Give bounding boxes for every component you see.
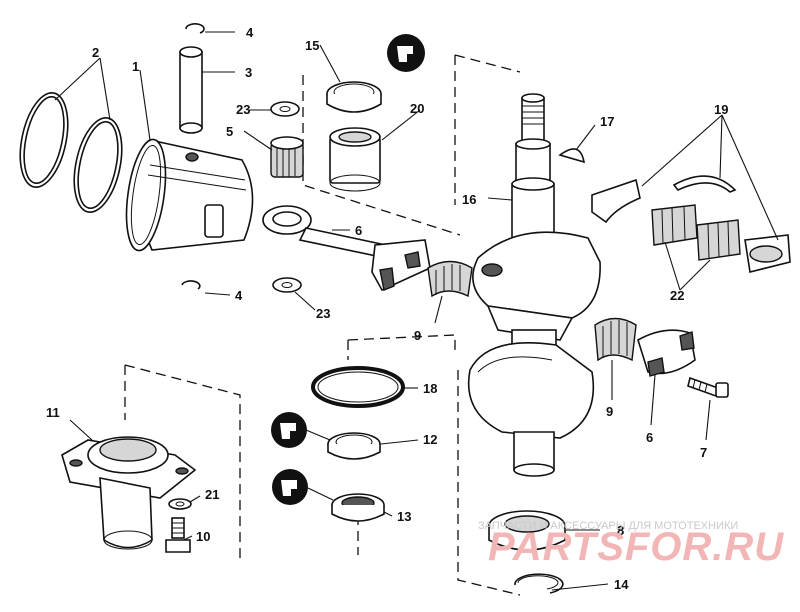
lower-seal-a — [327, 432, 381, 460]
callout-13: 13 — [397, 509, 411, 524]
rod-bolt — [687, 376, 729, 398]
lower-main-bearing — [488, 510, 566, 551]
callout-17: 17 — [600, 114, 614, 129]
housing-washer — [168, 498, 192, 510]
needle-bearing-upper — [427, 260, 473, 298]
callout-14: 14 — [614, 577, 629, 592]
sealant-icon-lower — [272, 469, 308, 505]
needle-bearing-lower — [594, 317, 637, 362]
piston — [125, 138, 254, 252]
callout-22: 22 — [670, 288, 684, 303]
crankshaft — [467, 93, 601, 477]
bearing-sleeve — [329, 127, 381, 192]
retaining-ring — [514, 573, 564, 594]
callout-numbers: 1 2 3 4 4 5 6 6 7 8 9 9 10 11 12 13 14 1… — [46, 25, 728, 592]
main-bearing-race — [591, 175, 791, 273]
callout-21: 21 — [205, 487, 219, 502]
bearing-housing — [61, 436, 197, 550]
callout-19: 19 — [714, 102, 728, 117]
callout-12: 12 — [423, 432, 437, 447]
callout-15: 15 — [305, 38, 319, 53]
callout-11: 11 — [46, 405, 60, 420]
sealant-icon-upper — [387, 34, 425, 72]
sealant-icon-middle — [271, 412, 307, 448]
callout-4-top: 4 — [246, 25, 254, 40]
upper-seal — [326, 81, 382, 113]
watermark-caption: ЗАПЧАСТИ И АКСЕССУАРЫ ДЛЯ МОТОТЕХНИКИ — [478, 520, 738, 532]
callout-9-upper: 9 — [414, 328, 421, 343]
connecting-rod — [262, 205, 431, 292]
callout-20: 20 — [410, 101, 424, 116]
woodruff-key — [558, 148, 586, 164]
callout-3: 3 — [245, 65, 252, 80]
callout-18: 18 — [423, 381, 437, 396]
watermark: ЗАПЧАСТИ И АКСЕССУАРЫ ДЛЯ МОТОТЕХНИКИ PA… — [478, 520, 784, 569]
assembly-guide-lines — [124, 54, 521, 596]
callout-16: 16 — [462, 192, 476, 207]
leader-lines — [54, 31, 779, 591]
callout-2: 2 — [92, 45, 99, 60]
piston-rings — [19, 92, 123, 213]
lower-seal-b — [331, 493, 385, 522]
wrist-pin-group — [179, 23, 304, 293]
callout-1: 1 — [132, 59, 139, 74]
callout-5: 5 — [226, 124, 233, 139]
housing-screw — [165, 517, 191, 553]
callout-9-lower: 9 — [606, 404, 613, 419]
rod-cap — [637, 329, 696, 377]
callout-6-cap: 6 — [646, 430, 653, 445]
callout-4-bottom: 4 — [235, 288, 243, 303]
callout-23-bottom: 23 — [316, 306, 330, 321]
callout-23-top: 23 — [236, 102, 250, 117]
callout-10: 10 — [196, 529, 210, 544]
watermark-logo: PARTSFOR.RU — [488, 525, 784, 569]
o-ring — [311, 366, 405, 408]
callout-6-rod: 6 — [355, 223, 362, 238]
main-bearing-cage — [651, 204, 741, 261]
callout-7: 7 — [700, 445, 707, 460]
callout-8: 8 — [617, 523, 624, 538]
